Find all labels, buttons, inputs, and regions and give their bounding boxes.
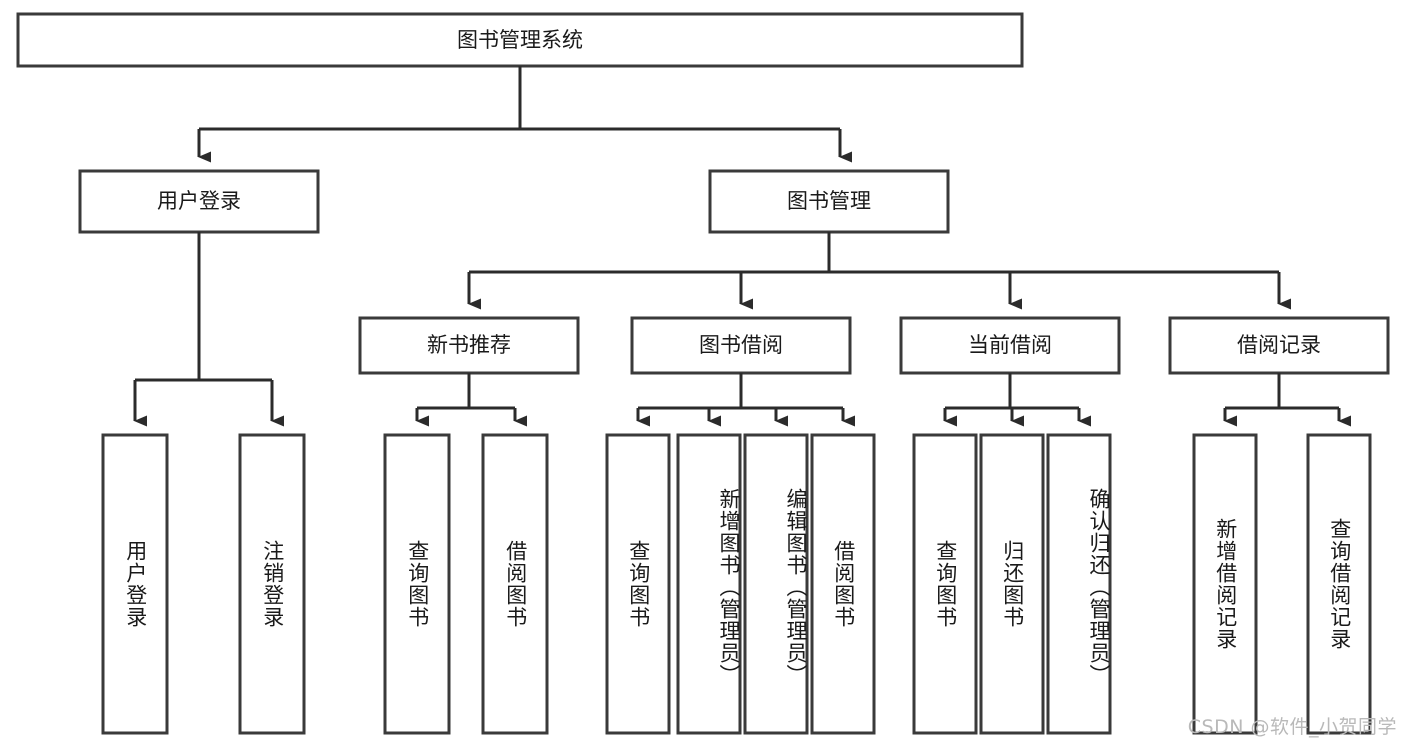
- node-root-box[interactable]: [16, 12, 1024, 68]
- node-user-login-label: 用户登录: [157, 189, 241, 213]
- connector-bookmanage-to-level3: [467, 232, 1291, 310]
- connector-bookborrow-to-leaves: [636, 373, 855, 427]
- watermark-text: CSDN @软件_小贺同学: [1187, 716, 1397, 738]
- node-user-login-box[interactable]: [78, 169, 320, 234]
- node-new-book-rec-label: 新书推荐: [427, 333, 511, 357]
- node-leaf-query-book-2-box[interactable]: [605, 433, 671, 735]
- connector-borrowrecord-to-leaves: [1223, 373, 1351, 427]
- connector-newbookrec-to-leaves: [415, 373, 527, 427]
- node-new-book-rec-box[interactable]: [358, 316, 580, 375]
- connector-userlogin-to-leaves: [133, 232, 284, 427]
- node-leaf-query-book-1-box[interactable]: [383, 433, 451, 735]
- node-leaf-confirm-return-box[interactable]: [1046, 433, 1112, 735]
- node-borrow-record-label: 借阅记录: [1237, 333, 1321, 357]
- connector-root-to-level2: [197, 66, 852, 163]
- connector-currentborrow-to-leaves: [943, 373, 1091, 427]
- node-leaf-query-book-3-box[interactable]: [912, 433, 978, 735]
- node-leaf-logout-box[interactable]: [238, 433, 306, 735]
- node-book-borrow-label: 图书借阅: [699, 333, 783, 357]
- node-leaf-add-book-box[interactable]: [676, 433, 742, 735]
- node-root-label: 图书管理系统: [457, 28, 583, 52]
- node-leaf-borrow-book-2-box[interactable]: [810, 433, 876, 735]
- node-book-manage-label: 图书管理: [787, 189, 871, 213]
- node-leaf-borrow-book-1-box[interactable]: [481, 433, 549, 735]
- node-leaf-query-record-box[interactable]: [1306, 433, 1372, 735]
- node-leaf-edit-book-box[interactable]: [743, 433, 809, 735]
- node-current-borrow-label: 当前借阅: [968, 333, 1052, 357]
- node-leaf-user-login-box[interactable]: [101, 433, 169, 735]
- node-leaf-add-record-box[interactable]: [1192, 433, 1258, 735]
- node-leaf-return-book-box[interactable]: [979, 433, 1045, 735]
- node-current-borrow-box[interactable]: [899, 316, 1121, 375]
